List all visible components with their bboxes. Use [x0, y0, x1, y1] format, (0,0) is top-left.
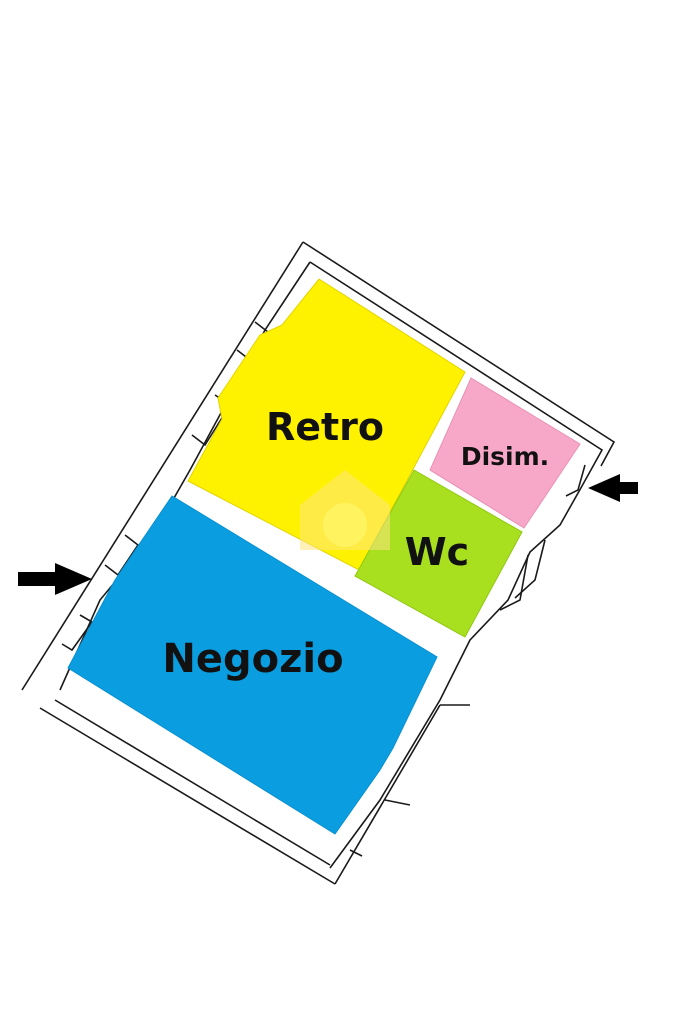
entrance-arrow-left [18, 563, 92, 595]
entrance-arrow-right [588, 474, 638, 502]
room-disim [429, 377, 581, 529]
room-retro [187, 278, 466, 571]
watermark-logo [300, 470, 390, 550]
walls [21, 241, 616, 885]
label-retro: Retro [266, 405, 384, 449]
room-negozio [67, 495, 438, 835]
label-negozio: Negozio [162, 636, 343, 682]
label-disim: Disim. [461, 442, 549, 471]
label-wc: Wc [405, 530, 469, 574]
